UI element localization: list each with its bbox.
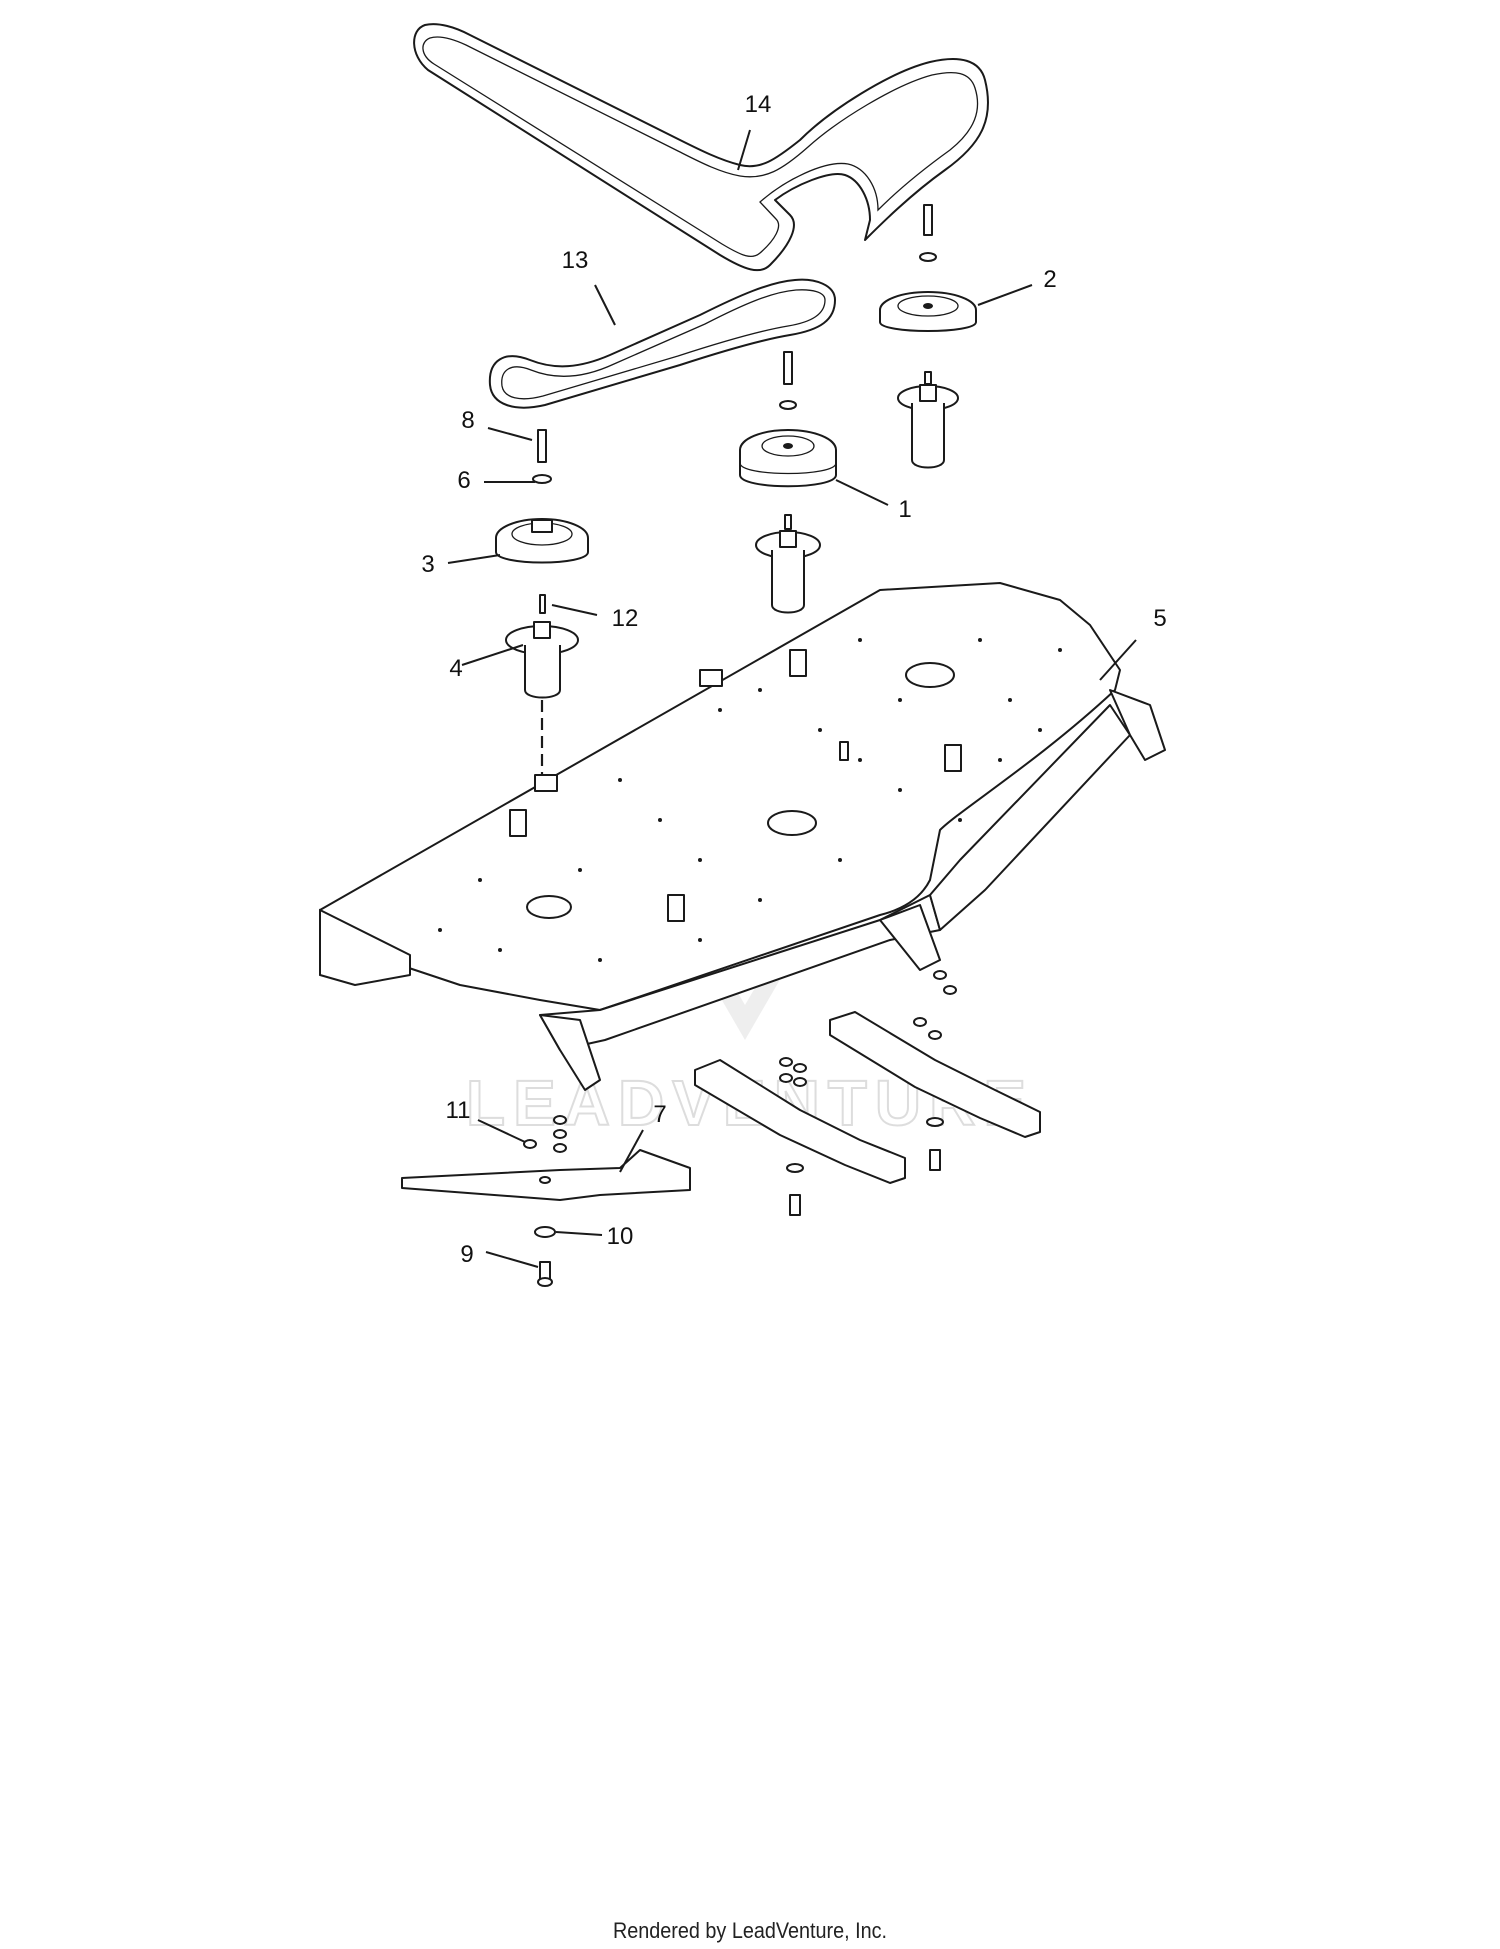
callout-5: 5 bbox=[1153, 605, 1166, 632]
callout-12: 12 bbox=[612, 605, 639, 632]
hardware bbox=[523, 970, 957, 1287]
pulley-3-spindle-4-assembly bbox=[495, 429, 589, 699]
pulley-2-assembly bbox=[879, 204, 977, 469]
leader-lines bbox=[447, 129, 1137, 1268]
deck-holes bbox=[438, 638, 1062, 962]
callout-13: 13 bbox=[562, 247, 589, 274]
callout-2: 2 bbox=[1043, 266, 1056, 293]
deck-5 bbox=[319, 582, 1166, 1091]
callout-3: 3 bbox=[421, 551, 434, 578]
belt-13 bbox=[488, 278, 836, 409]
callout-11: 11 bbox=[446, 1097, 471, 1124]
callout-14: 14 bbox=[745, 91, 772, 118]
callout-6: 6 bbox=[457, 467, 470, 494]
callout-4: 4 bbox=[449, 655, 462, 682]
callouts: 14 13 2 8 6 1 3 12 5 4 11 7 10 9 bbox=[421, 91, 1166, 1268]
callout-9: 9 bbox=[460, 1241, 473, 1268]
callout-1: 1 bbox=[898, 496, 911, 523]
pulley-1-assembly bbox=[739, 351, 837, 614]
callout-7: 7 bbox=[653, 1101, 666, 1128]
belt-14 bbox=[413, 23, 990, 272]
blades-7 bbox=[401, 1011, 1041, 1201]
footer-credit: Rendered by LeadVenture, Inc. bbox=[612, 1918, 888, 1943]
callout-8: 8 bbox=[461, 407, 474, 434]
callout-10: 10 bbox=[607, 1223, 634, 1250]
